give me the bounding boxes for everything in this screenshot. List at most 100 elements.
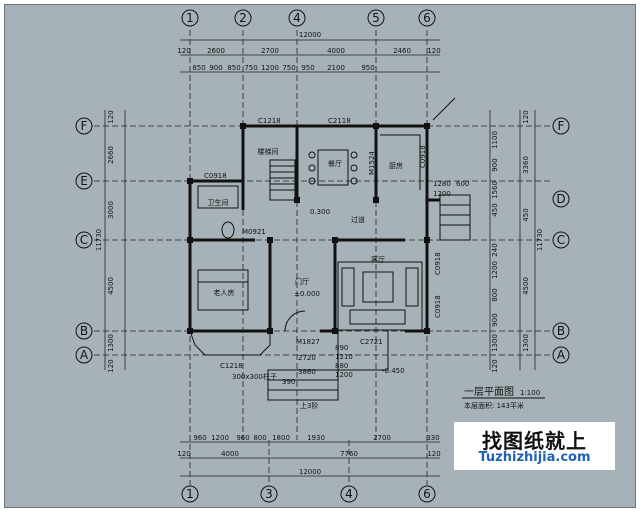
room-label-stair: 楼梯间 [258, 147, 279, 156]
dim-top-2-a: 850 [192, 64, 205, 72]
label-c0918-r2: C0918 [434, 252, 442, 275]
dim-top-1-d: 4000 [327, 47, 345, 55]
dim-top-1-c: 2700 [261, 47, 279, 55]
dim-top-1-b: 2600 [207, 47, 225, 55]
label-dim-1200b: 1200 [335, 371, 353, 379]
axis-label-bottom-4: 4 [345, 487, 353, 501]
axis-label-top-1: 1 [186, 11, 194, 25]
dim-right-1-b: 900 [491, 158, 499, 171]
axis-label-left-a: A [80, 348, 89, 362]
room-label-living: 客厅 [371, 255, 385, 264]
label-dim-1210: 1210 [335, 353, 353, 361]
axis-label-right-a: A [557, 348, 566, 362]
room-label-bedroom: 老人房 [214, 288, 235, 297]
axis-label-left-b: B [80, 324, 88, 338]
dim-right-1-j: 800 [491, 288, 499, 301]
label-dim-600: 600 [456, 180, 469, 188]
label-m1524: M1524 [368, 151, 376, 175]
plan-title: 一层平面图 [464, 386, 514, 398]
axis-label-top-6: 6 [423, 11, 431, 25]
label-c2118: C2118 [328, 117, 351, 125]
label-bay: 300x300柱子 [232, 372, 277, 381]
axis-label-left-e: E [80, 174, 88, 188]
axis-label-top-4: 4 [293, 11, 301, 25]
label-dim-1200: 1200 [433, 190, 451, 198]
dim-bottom-1-e: 1800 [272, 434, 290, 442]
label-dim-390: 390 [282, 378, 295, 386]
dim-right-1-g: 240 [491, 243, 499, 256]
dim-left-c: 3000 [107, 201, 115, 219]
axis-label-right-f: F [558, 119, 565, 133]
dim-right-2-c: 1300 [491, 334, 499, 352]
label-c0918-r3: C0918 [434, 295, 442, 318]
label-dim-1280: 1280 [433, 180, 451, 188]
watermark-text-cn: 找图纸就上 [482, 429, 587, 453]
dim-top-1-f: 120 [427, 47, 440, 55]
plan-area-note: 本层面积: 143平米 [464, 401, 524, 410]
dim-right-1-k: 900 [491, 313, 499, 326]
dim-left-d: 11730 [95, 229, 103, 251]
axis-label-left-c: C [80, 233, 88, 247]
axis-label-right-b: B [557, 324, 565, 338]
dim-bottom-2-d: 120 [427, 450, 440, 458]
watermark: 找图纸就上 Tuzhizhijia.com [454, 422, 615, 470]
watermark-text-en: Tuzhizhijia.com [478, 450, 591, 465]
room-label-corridor: 过道 [351, 215, 365, 224]
dim-right-1-l: 1200 [491, 261, 499, 279]
dim-bottom-1-f: 1930 [307, 434, 325, 442]
label-c0918-r1: C0918 [419, 145, 427, 168]
label-level-0450: -0.450 [382, 367, 405, 375]
dim-bottom-total: 12000 [299, 468, 321, 476]
dim-bottom-1-a: 960 [193, 434, 206, 442]
dim-right-1-d: 1560 [491, 181, 499, 199]
dim-bottom-1-c: 960 [236, 434, 249, 442]
dim-bottom-2-b: 4000 [221, 450, 239, 458]
dim-right-1-a: 1100 [491, 131, 499, 149]
label-c1218-top: C1218 [258, 117, 281, 125]
dim-right-2-a: 120 [522, 110, 530, 123]
dim-left-b: 2660 [107, 146, 115, 164]
dim-top-2-c: 850 [227, 64, 240, 72]
axis-label-top-2: 2 [239, 11, 247, 25]
axis-label-left-f: F [81, 119, 88, 133]
label-c2721: C2721 [360, 338, 383, 346]
dim-bottom-1-d: 800 [253, 434, 266, 442]
dim-bottom-1-g: 2700 [373, 434, 391, 442]
dim-top-2-g: 950 [301, 64, 314, 72]
dim-top-1-a: 120 [177, 47, 190, 55]
label-m0921: M0921 [242, 228, 266, 236]
axis-label-right-d: D [556, 192, 565, 206]
dim-right-1-i: 4500 [522, 277, 530, 295]
dim-right-2-d: 120 [491, 359, 499, 372]
room-label-hall: 门厅 [295, 277, 309, 286]
dim-left-g: 120 [107, 359, 115, 372]
room-label-bath: 卫生间 [208, 198, 229, 207]
label-m1827: M1827 [296, 338, 320, 346]
label-level-hall: ±0.000 [294, 290, 320, 298]
dim-right-1-c: 3360 [522, 156, 530, 174]
label-dim-3860: 3860 [298, 368, 316, 376]
dim-bottom-1-b: 1200 [211, 434, 229, 442]
room-label-kitchen: 厨房 [389, 161, 403, 170]
dim-top-2-e: 1200 [261, 64, 279, 72]
plan-scale: 1:100 [520, 389, 540, 397]
dim-left-e: 4500 [107, 277, 115, 295]
axis-label-bottom-6: 6 [423, 487, 431, 501]
axis-label-bottom-1: 1 [186, 487, 194, 501]
dim-top-1-e: 2460 [393, 47, 411, 55]
room-label-dining: 餐厅 [328, 159, 342, 168]
axis-label-bottom-3: 3 [265, 487, 273, 501]
dim-right-1-f: 11730 [536, 229, 544, 251]
dim-top-2-b: 900 [209, 64, 222, 72]
dim-top-total: 12000 [299, 31, 321, 39]
label-dim-880: 880 [335, 362, 348, 370]
axis-label-right-c: C [557, 233, 565, 247]
dim-right-2-b: 450 [522, 208, 530, 221]
dim-top-2-f: 750 [282, 64, 295, 72]
label-dim-890: 890 [335, 344, 348, 352]
label-c1218-bottom: C1218 [220, 362, 243, 370]
dim-top-2-d: 750 [244, 64, 257, 72]
dim-bottom-2-a: 120 [177, 450, 190, 458]
